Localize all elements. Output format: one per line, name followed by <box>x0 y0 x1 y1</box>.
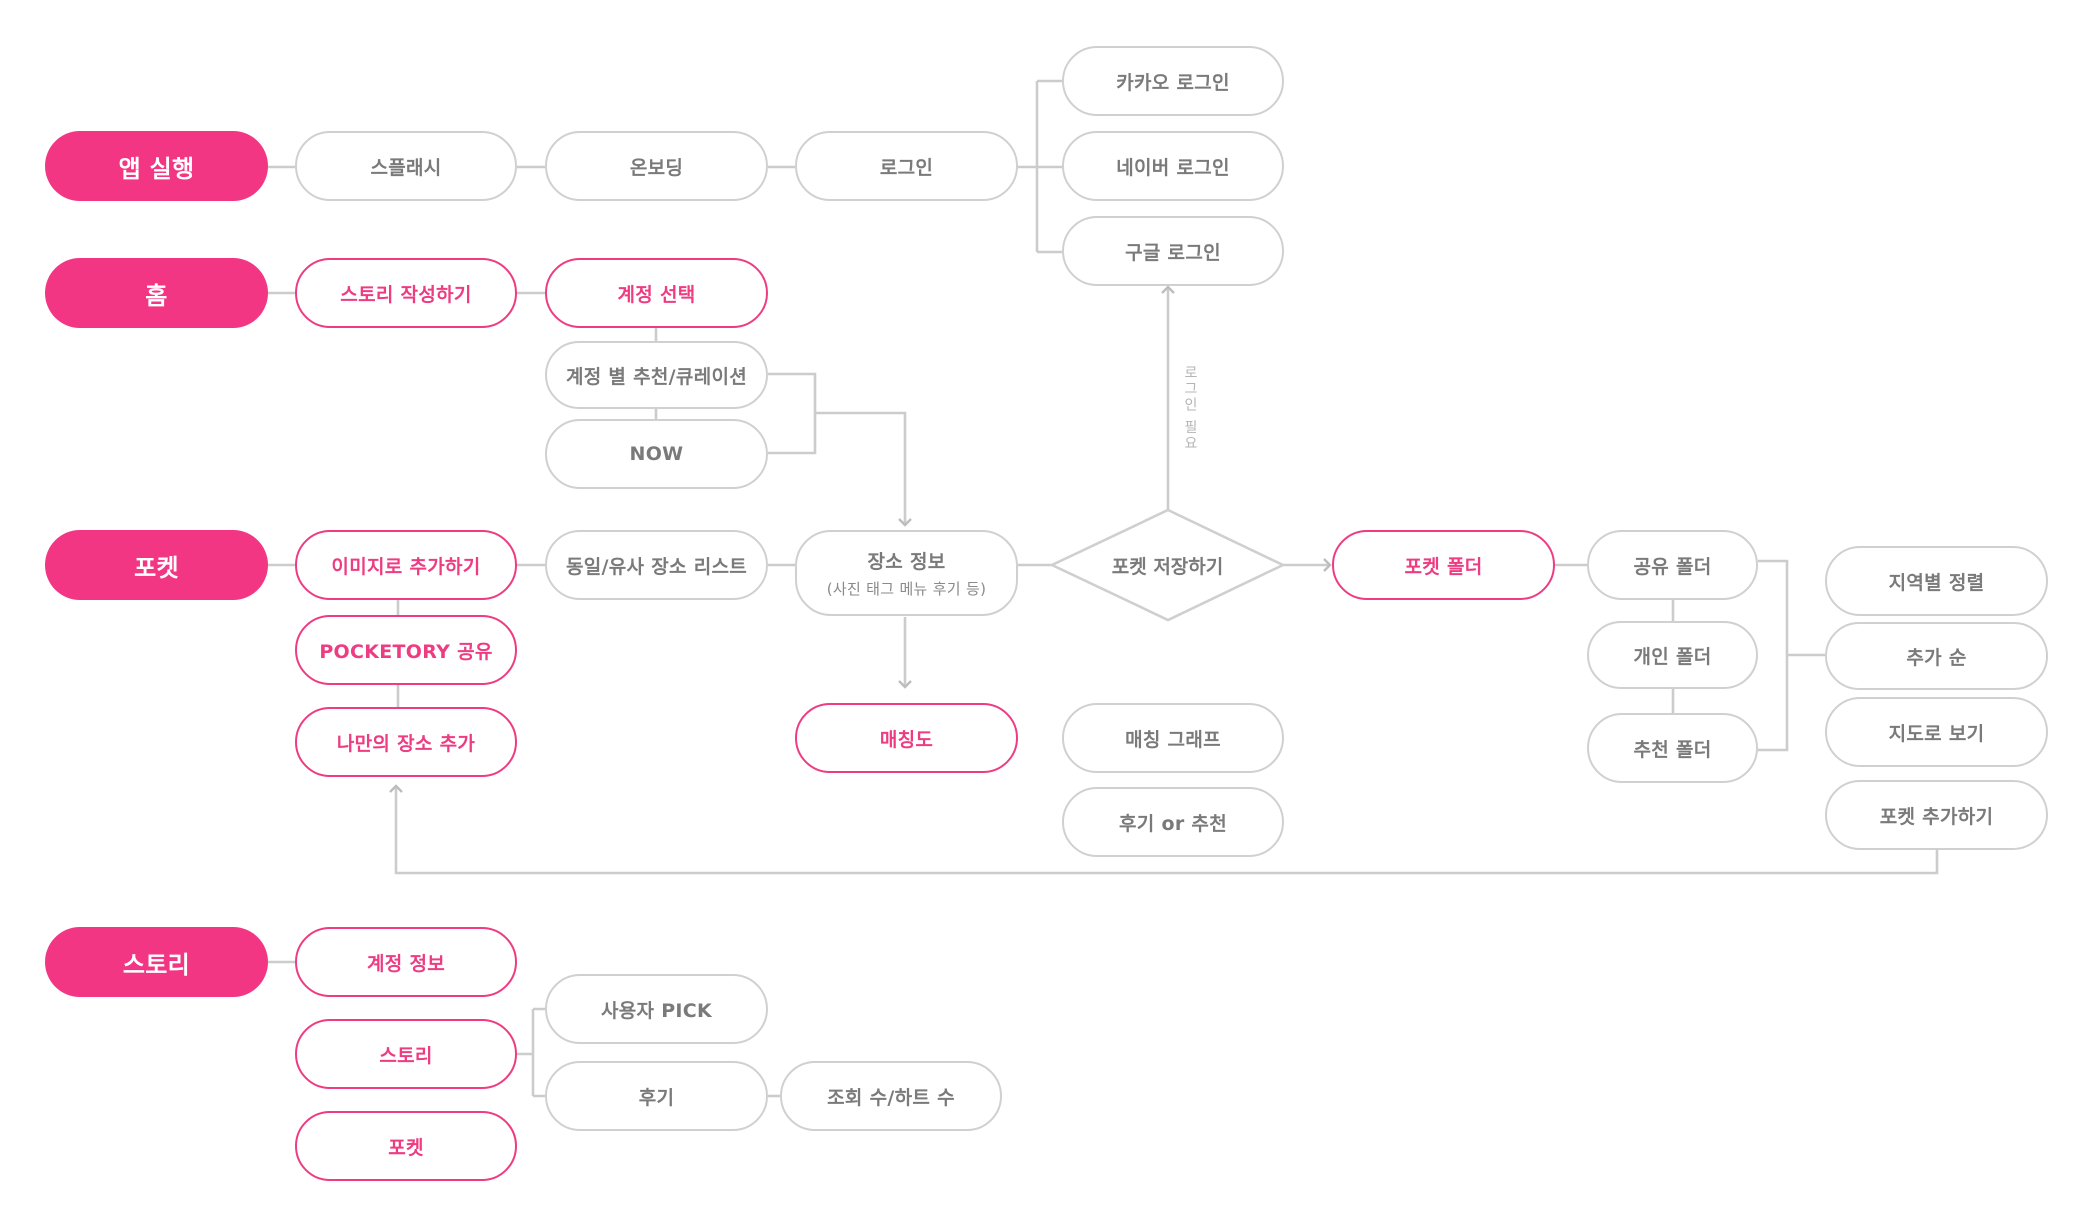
node-write-story[interactable]: 스토리 작성하기 <box>295 258 517 328</box>
node-splash[interactable]: 스플래시 <box>295 131 517 201</box>
node-view-on-map[interactable]: 지도로 보기 <box>1825 697 2048 767</box>
arrow-add-pocket-back <box>389 784 1939 875</box>
node-add-by-image[interactable]: 이미지로 추가하기 <box>295 530 517 600</box>
login-required-label: 로그인 필요 <box>1182 365 1198 452</box>
place-info-title: 장소 정보 <box>867 551 946 573</box>
bracket-folders <box>1758 559 1789 752</box>
node-sort-by-region[interactable]: 지역별 정렬 <box>1825 546 2048 616</box>
node-user-pick[interactable]: 사용자 PICK <box>545 974 768 1044</box>
node-login[interactable]: 로그인 <box>795 131 1018 201</box>
category-story[interactable]: 스토리 <box>45 927 268 997</box>
node-matching-graph[interactable]: 매칭 그래프 <box>1062 703 1284 773</box>
node-add-pocket[interactable]: 포켓 추가하기 <box>1825 780 2048 850</box>
node-similar-places[interactable]: 동일/유사 장소 리스트 <box>545 530 768 600</box>
node-place-info[interactable]: 장소 정보 (사진 태그 메뉴 후기 등) <box>795 530 1018 616</box>
node-account-curation[interactable]: 계정 별 추천/큐레이션 <box>545 341 768 409</box>
node-review-or-recommend[interactable]: 후기 or 추천 <box>1062 787 1284 857</box>
node-review[interactable]: 후기 <box>545 1061 768 1131</box>
node-share-pocketory[interactable]: POCKETORY 공유 <box>295 615 517 685</box>
node-google-login[interactable]: 구글 로그인 <box>1062 216 1284 286</box>
node-personal-folder[interactable]: 개인 폴더 <box>1587 621 1758 689</box>
node-add-my-place[interactable]: 나만의 장소 추가 <box>295 707 517 777</box>
node-account-info[interactable]: 계정 정보 <box>295 927 517 997</box>
node-kakao-login[interactable]: 카카오 로그인 <box>1062 46 1284 116</box>
node-onboarding[interactable]: 온보딩 <box>545 131 768 201</box>
node-now[interactable]: NOW <box>545 419 768 489</box>
node-pocket-folder[interactable]: 포켓 폴더 <box>1332 530 1555 600</box>
node-story-pocket[interactable]: 포켓 <box>295 1111 517 1181</box>
node-select-account[interactable]: 계정 선택 <box>545 258 768 328</box>
bracket-curation-now <box>768 372 817 455</box>
category-app-launch[interactable]: 앱 실행 <box>45 131 268 201</box>
node-views-hearts[interactable]: 조회 수/하트 수 <box>780 1061 1002 1131</box>
arrow-to-place-info <box>815 411 912 527</box>
save-to-pocket-diamond <box>1048 508 1287 622</box>
node-recommended-folder[interactable]: 추천 폴더 <box>1587 713 1758 783</box>
save-to-pocket-label[interactable]: 포켓 저장하기 <box>1111 555 1224 578</box>
node-sort-by-added[interactable]: 추가 순 <box>1825 622 2048 690</box>
bracket-story-sub <box>517 1007 545 1098</box>
category-pocket[interactable]: 포켓 <box>45 530 268 600</box>
node-story[interactable]: 스토리 <box>295 1019 517 1089</box>
node-matching[interactable]: 매칭도 <box>795 703 1018 773</box>
place-info-subtitle: (사진 태그 메뉴 후기 등) <box>826 580 987 598</box>
node-shared-folder[interactable]: 공유 폴더 <box>1587 530 1758 600</box>
category-home[interactable]: 홈 <box>45 258 268 328</box>
node-naver-login[interactable]: 네이버 로그인 <box>1062 131 1284 201</box>
